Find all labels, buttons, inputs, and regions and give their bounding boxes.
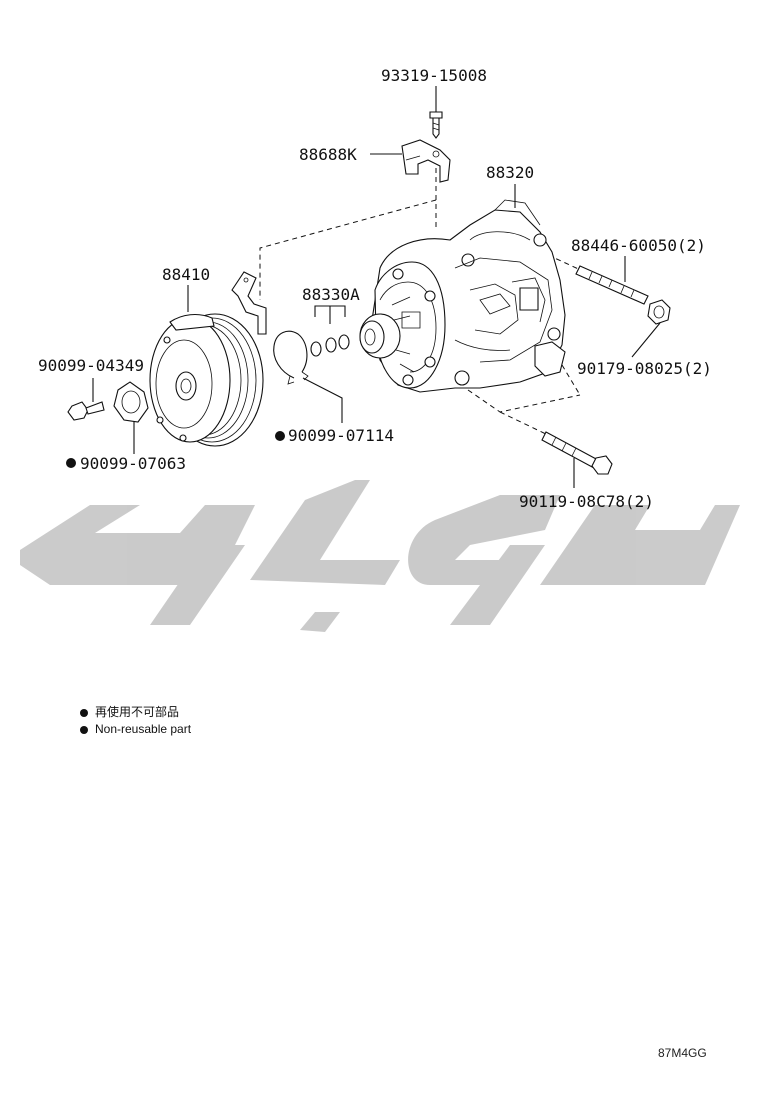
bracket-88688k	[401, 139, 451, 183]
label-90119-08c78: 90119-08C78(2)	[519, 492, 654, 511]
label-88320: 88320	[486, 163, 534, 182]
legend-dot-icon	[80, 725, 88, 734]
watermark-logo	[20, 480, 740, 632]
legend-en-text: Non-reusable part	[95, 722, 192, 736]
legend: 再使用不可部品 Non-reusable part	[80, 704, 191, 738]
illustration-code: 87M4GG	[658, 1046, 707, 1060]
label-93319-15008: 93319-15008	[381, 66, 487, 85]
label-90179-08025: 90179-08025(2)	[577, 359, 712, 378]
legend-row-en: Non-reusable part	[80, 721, 191, 738]
legend-dot-icon	[80, 708, 88, 717]
o-rings-88330a	[310, 334, 350, 357]
legend-row-jp: 再使用不可部品	[80, 704, 191, 721]
bolt-90119-08c78	[541, 431, 613, 475]
legend-jp-text: 再使用不可部品	[95, 705, 180, 719]
clutch-pulley-88410	[149, 271, 267, 447]
non-reusable-dot-07114	[275, 431, 285, 441]
nut-90179-08025	[647, 299, 671, 325]
screw-93319-15008	[429, 111, 443, 139]
washer-90099-07063	[113, 381, 149, 423]
label-90099-07063: 90099-07063	[80, 454, 186, 473]
compressor-88320	[359, 199, 566, 393]
label-88446-60050: 88446-60050(2)	[571, 236, 706, 255]
bolt-90099-04349	[67, 401, 105, 421]
label-88330a: 88330A	[302, 285, 360, 304]
snap-ring-90099-07114	[273, 330, 309, 385]
label-90099-07114: 90099-07114	[288, 426, 394, 445]
label-90099-04349: 90099-04349	[38, 356, 144, 375]
label-88688k: 88688K	[299, 145, 357, 164]
non-reusable-dot-07063	[66, 458, 76, 468]
stud-88446-60050	[575, 265, 649, 305]
label-88410: 88410	[162, 265, 210, 284]
